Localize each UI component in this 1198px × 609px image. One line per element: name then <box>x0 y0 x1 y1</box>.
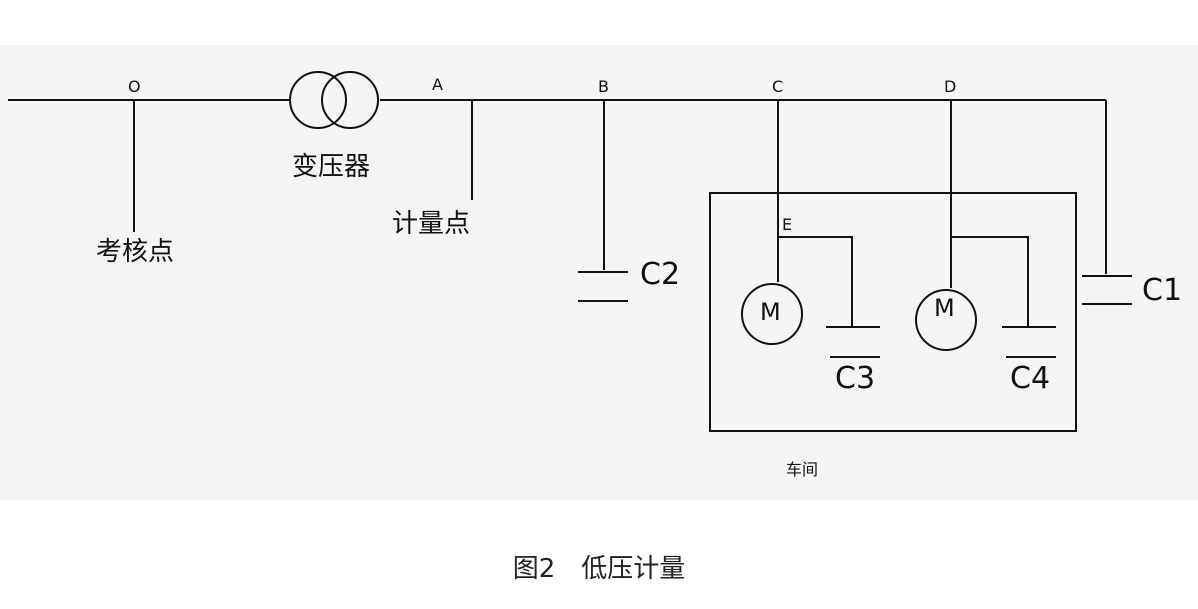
assessment-point-label: 考核点 <box>96 237 174 267</box>
transformer-label: 变压器 <box>292 152 370 182</box>
workshop-box <box>709 192 1077 432</box>
motor-1-label: M <box>760 298 781 326</box>
node-o-label: O <box>128 77 141 96</box>
motor-2-label: M <box>934 294 955 322</box>
node-c-label: C <box>772 77 783 96</box>
node-a-label: A <box>432 75 443 94</box>
capacitor-c2 <box>578 271 628 302</box>
motor-1 <box>741 283 803 345</box>
node-e-label: E <box>782 215 792 234</box>
c4-label: C4 <box>1010 361 1050 396</box>
c4-branch <box>951 236 1029 326</box>
c1-label: C1 <box>1142 273 1182 308</box>
c3-label: C3 <box>835 361 875 396</box>
transformer-symbol <box>289 71 379 129</box>
figure-caption: 图2 低压计量 <box>512 554 686 584</box>
node-b-label: B <box>598 77 609 96</box>
c2-label: C2 <box>640 257 680 292</box>
node-d-label: D <box>944 77 956 96</box>
c3-branch <box>778 236 853 326</box>
motor-2 <box>915 289 977 351</box>
metering-point-label: 计量点 <box>392 209 470 239</box>
capacitor-c1 <box>1082 275 1132 305</box>
workshop-label: 车间 <box>786 460 818 479</box>
